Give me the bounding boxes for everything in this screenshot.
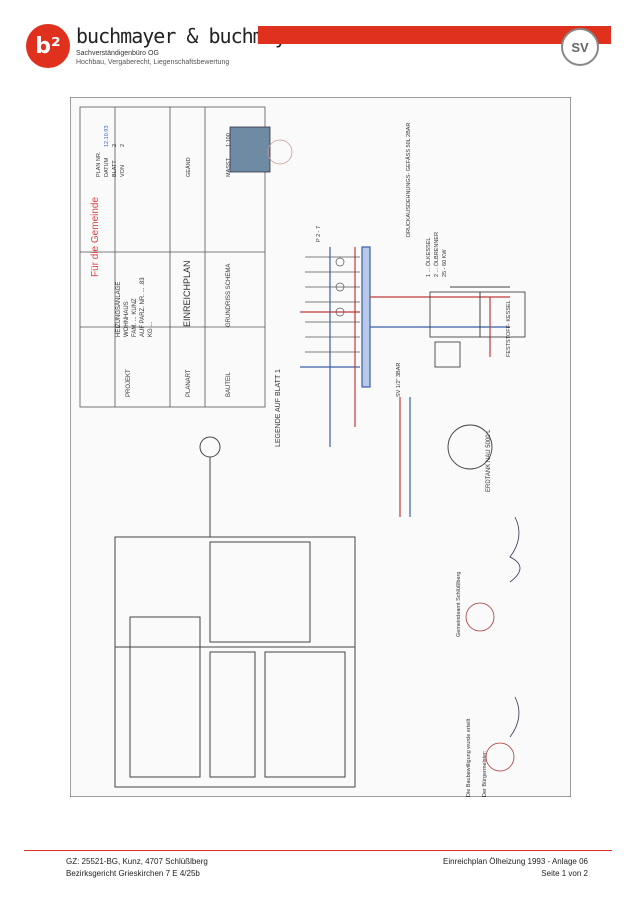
label-sheet: BLATT — [112, 160, 118, 177]
company-logo: b² — [26, 24, 70, 68]
pump-label: P 2 - 7 — [316, 226, 322, 242]
tank-label: ERDTANK NAU 5000 L — [486, 429, 492, 492]
brand-subtitle: Sachverständigenbüro OG — [76, 50, 159, 57]
label-date: DATUM — [104, 157, 110, 177]
legend-reference: LEGENDE AUF BLATT 1 — [275, 369, 282, 447]
expansion-vessel-label: DRUCKAUSDEHNUNGS- GEFÄSS 50L 2BAR — [405, 123, 412, 237]
boiler-label-2: 2 ... ÖLBRENNER — [433, 232, 440, 277]
floor-plan — [114, 436, 356, 788]
date-value: 12.10.93 — [104, 126, 110, 147]
radiator-circuits — [305, 256, 360, 353]
title-header-note: Für die Gemeinde — [90, 197, 101, 277]
footer-page-number: Seite 1 von 2 — [541, 869, 588, 878]
part-value: GRUNDRISS SCHEMA — [226, 264, 232, 327]
project-line-4: AUF PARZ. NR. ... .83 — [140, 277, 146, 337]
sv-certification-badge: SV — [561, 28, 599, 66]
boiler-units — [429, 286, 526, 470]
boiler-spec: 25 - 60 KW — [442, 249, 448, 277]
safety-valve-label: SV 1/2" 3BAR — [396, 363, 402, 397]
label-part: BAUTEIL — [226, 371, 232, 397]
of-value: 2 — [120, 144, 126, 147]
stamp-text: Gemeindeamt Schlüßlberg — [456, 572, 462, 637]
municipal-stamps — [465, 516, 521, 772]
oil-tank-icon — [447, 424, 493, 470]
project-line-1: HEIZUNGSANLAGE — [116, 282, 122, 337]
revenue-stamp-icon — [229, 126, 293, 173]
label-scale: MASST — [226, 157, 232, 177]
label-plan-type: PLANART — [186, 369, 192, 397]
label-revision: GEÄND — [185, 157, 192, 177]
heating-schematic — [300, 246, 510, 517]
scale-value: 1:100 — [226, 133, 232, 147]
sheet-value: 2 — [112, 144, 118, 147]
plan-type-value: EINREICHPLAN — [182, 260, 192, 327]
project-line-3: FAM. ... KUNZ — [132, 298, 138, 337]
header-accent-bar — [258, 26, 611, 44]
label-project: PROJEKT — [126, 369, 132, 397]
solid-fuel-label: FESTSTOFF- KESSEL — [506, 300, 512, 357]
brand-services: Hochbau, Vergaberecht, Liegenschaftsbewe… — [76, 59, 230, 66]
heating-plan-drawing: Für die Gemeinde PROJEKT HEIZUNGSANLAGE … — [70, 97, 571, 797]
project-line-5: KG ... — [148, 321, 154, 337]
label-of: VON — [120, 165, 126, 177]
project-line-2: WOHNHAUS — [124, 301, 130, 337]
label-plan-no: PLAN NR. — [96, 151, 102, 177]
footer-divider — [24, 850, 612, 851]
footer-case-number: GZ: 25521-BG, Kunz, 4707 Schlüßlberg — [66, 857, 208, 866]
boiler-label-1: 1 ... ÖLKESSEL — [425, 238, 432, 277]
title-block — [79, 106, 266, 408]
footer-document-title: Einreichplan Ölheizung 1993 - Anlage 06 — [443, 857, 588, 866]
mayor-text: Der Bürgermeister: — [482, 750, 488, 797]
approval-text: Die Baubewilligung wurde erteilt — [466, 718, 472, 797]
footer-court: Bezirksgericht Grieskirchen 7 E 4/25b — [66, 869, 200, 878]
